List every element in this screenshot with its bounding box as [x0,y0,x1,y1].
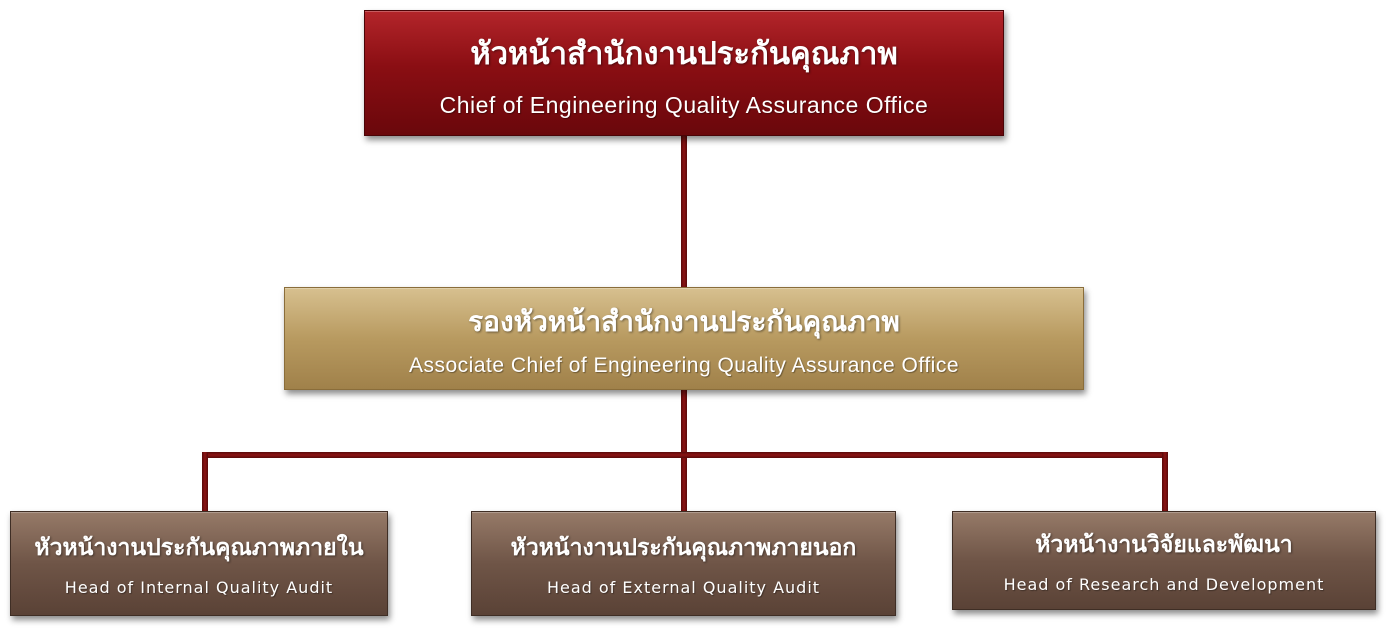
external-audit-title-en: Head of External Quality Audit [546,578,821,597]
connector-associate-down [681,390,687,511]
research-development-box: หัวหน้างานวิจัยและพัฒนา Head of Research… [952,511,1376,610]
associate-title-th: รองหัวหน้าสำนักงานประกันคุณภาพ [468,304,900,338]
chief-title-en: Chief of Engineering Quality Assurance O… [439,91,929,118]
external-audit-box: หัวหน้างานประกันคุณภาพภายนอก Head of Ext… [471,511,896,616]
associate-chief-box: รองหัวหน้าสำนักงานประกันคุณภาพ Associate… [284,287,1084,390]
internal-audit-title-en: Head of Internal Quality Audit [64,578,334,597]
research-title-en: Head of Research and Development [1003,575,1325,594]
internal-audit-box: หัวหน้างานประกันคุณภาพภายใน Head of Inte… [10,511,388,616]
chief-title-th: หัวหน้าสำนักงานประกันคุณภาพ [470,35,898,72]
connector-to-research [1162,452,1168,512]
associate-title-en: Associate Chief of Engineering Quality A… [408,353,960,377]
external-audit-title-th: หัวหน้างานประกันคุณภาพภายนอก [510,535,857,561]
research-title-th: หัวหน้างานวิจัยและพัฒนา [1035,532,1293,558]
internal-audit-title-th: หัวหน้างานประกันคุณภาพภายใน [34,535,364,561]
connector-horizontal-bar [202,452,1168,458]
connector-chief-to-associate [681,136,687,288]
connector-to-internal [202,452,208,512]
chief-box: หัวหน้าสำนักงานประกันคุณภาพ Chief of Eng… [364,10,1004,136]
